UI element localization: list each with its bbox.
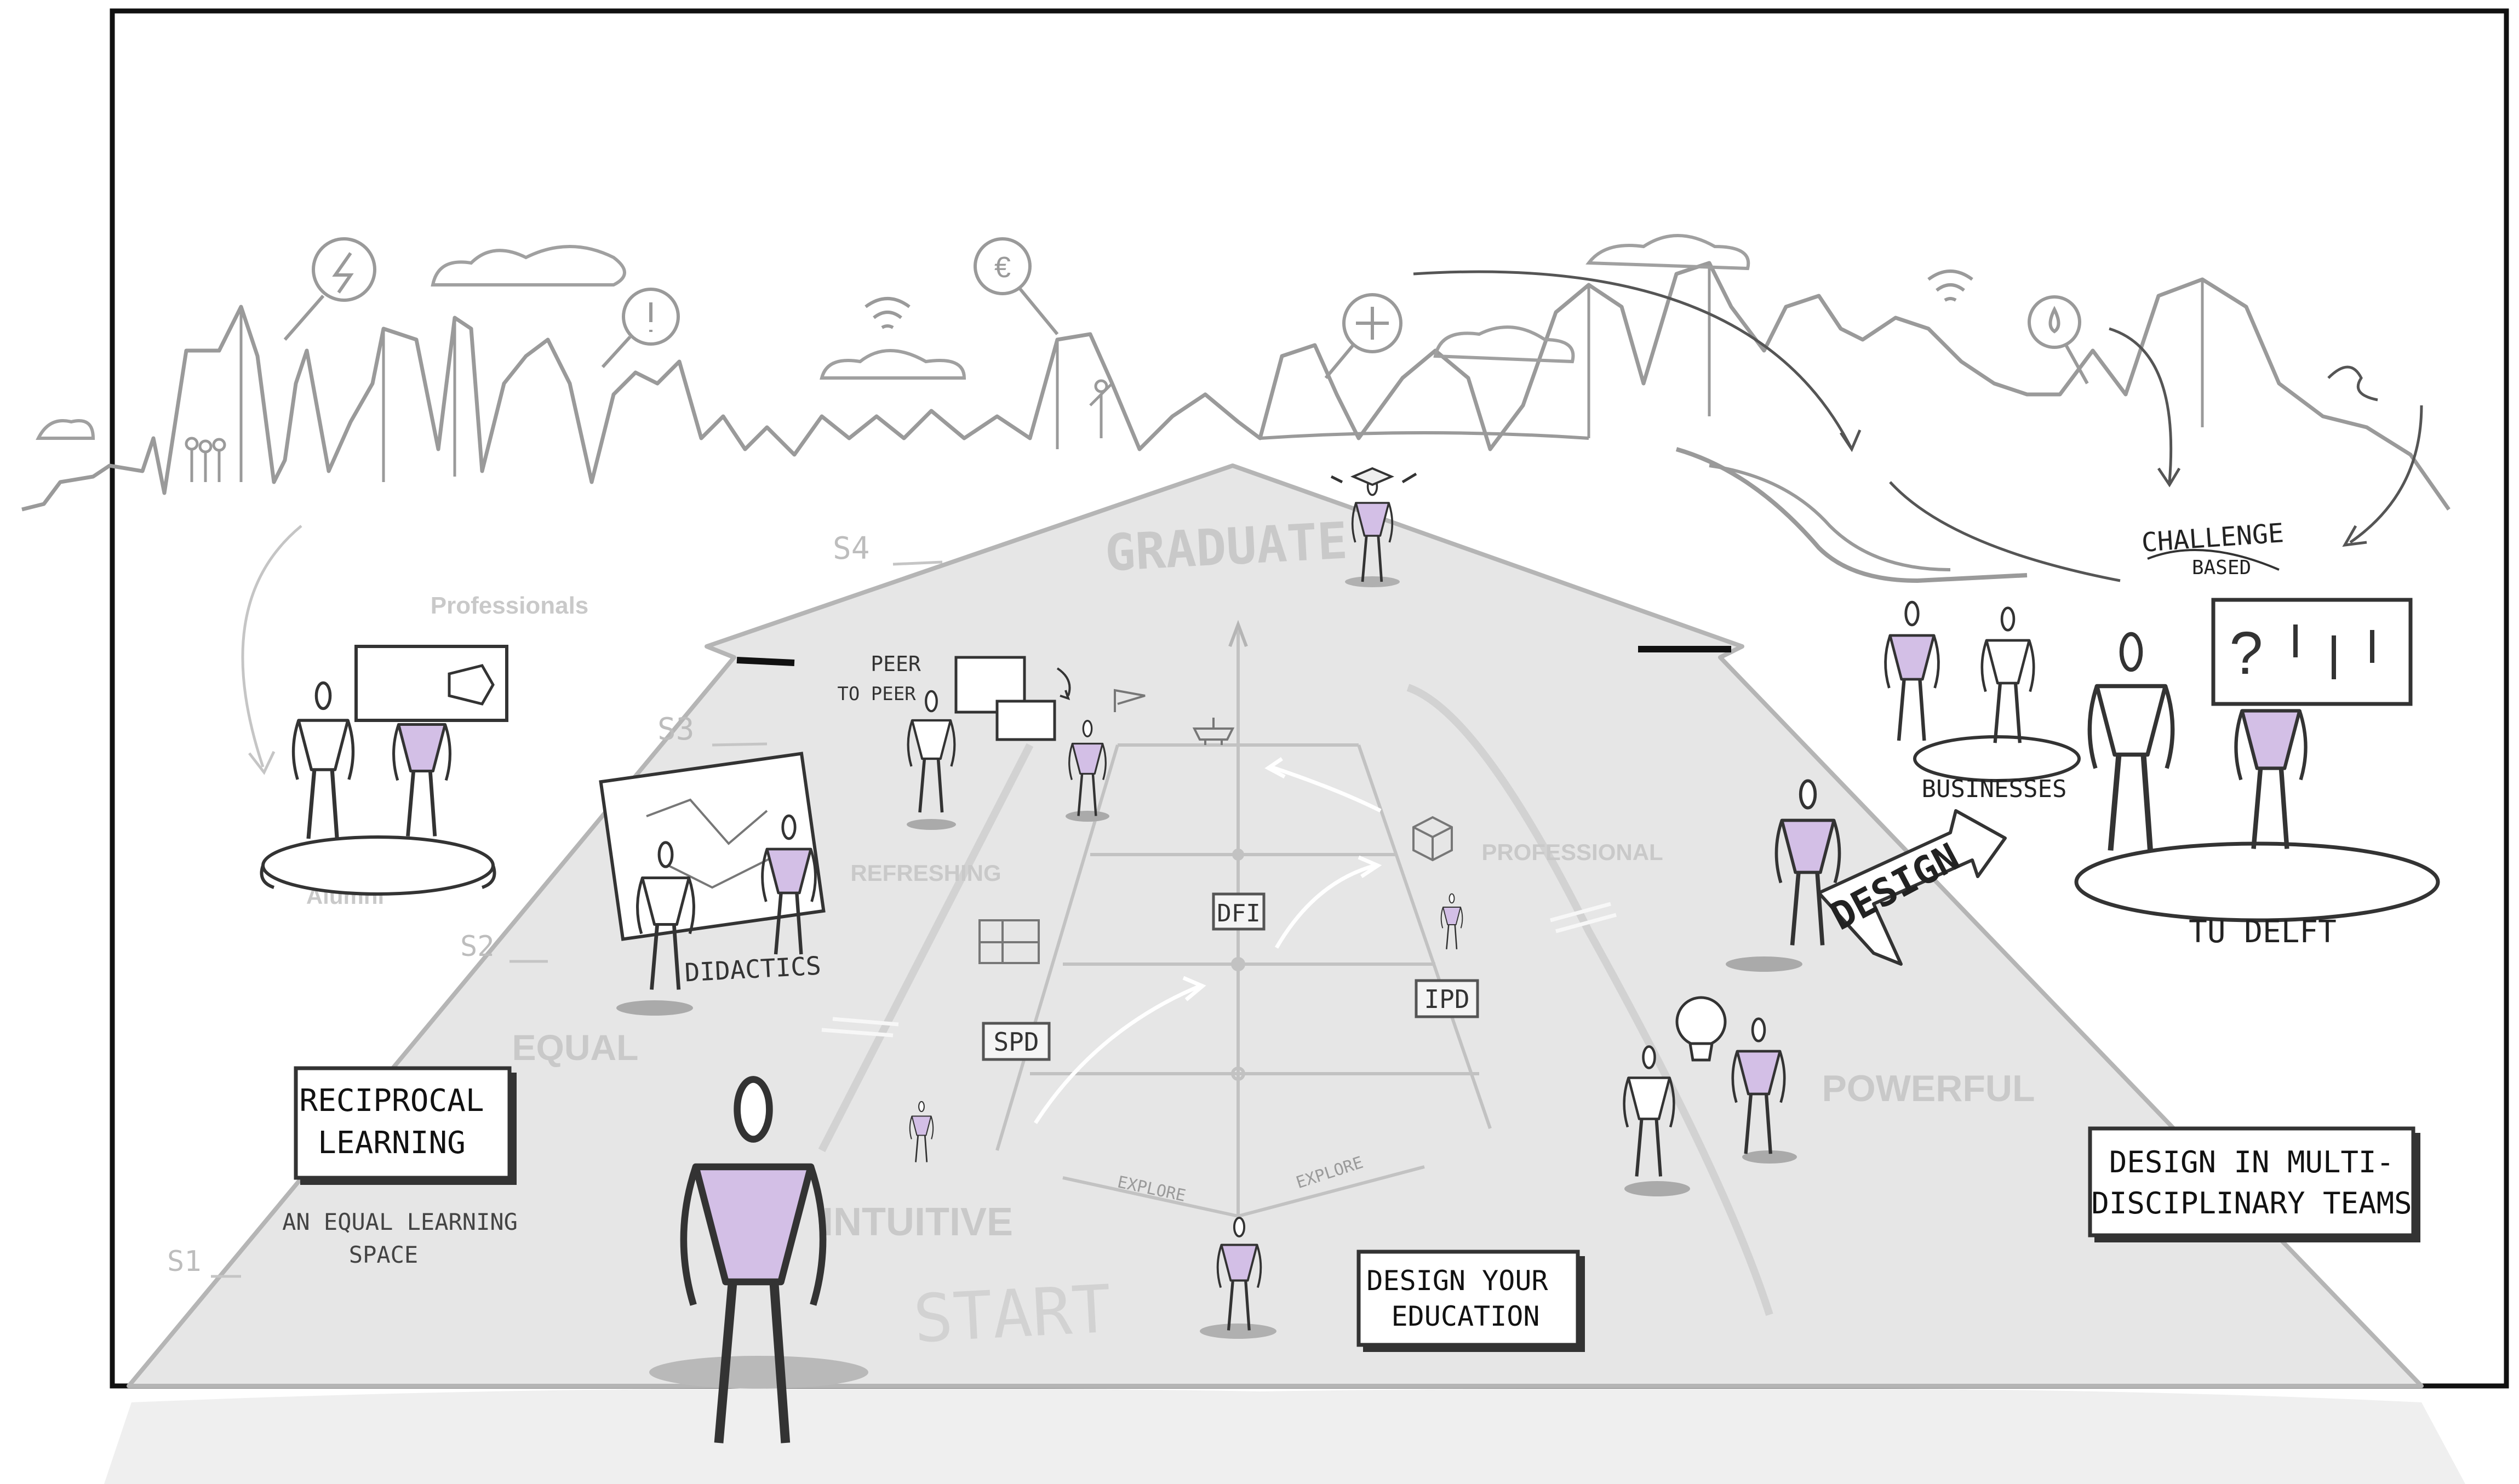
start-student	[1200, 1218, 1276, 1339]
growth-arrows	[821, 757, 1617, 1124]
spd-label: SPD	[993, 1027, 1039, 1057]
floor-shadow	[104, 1388, 2465, 1484]
road-edge-dark-left	[736, 657, 795, 666]
equal-space-line2: SPACE	[349, 1241, 418, 1268]
didactics-label: DIDACTICS	[684, 951, 822, 988]
refreshing-label: REFRESHING	[850, 860, 1001, 886]
professionals-label: Professionals	[431, 592, 589, 619]
robot-icon	[1192, 718, 1235, 745]
exclamation-icon	[601, 288, 680, 369]
businesses-platform: BUSINESSES	[1886, 602, 2081, 803]
dfi-label: DFI	[1217, 899, 1260, 927]
dfi-marker	[1212, 892, 1266, 931]
spd-marker	[982, 1022, 1051, 1061]
multi-line1: DESIGN IN MULTI-	[2109, 1145, 2394, 1179]
equal-space-line1: AN EQUAL LEARNING	[282, 1208, 518, 1235]
start-label: START	[912, 1271, 1113, 1358]
intuitive-label: INTUITIVE	[822, 1200, 1013, 1244]
step-s2-label: S2	[460, 930, 495, 963]
step-s1-label: S1	[167, 1245, 202, 1278]
reciprocal-line1: RECIPROCAL	[299, 1083, 484, 1119]
idea-board	[2211, 598, 2413, 706]
road	[127, 463, 2424, 1388]
city-issue-icons: €	[283, 237, 2089, 385]
tu-delft-platform: ? TU DELFT	[2074, 598, 2440, 950]
didactics-group: DIDACTICS	[599, 752, 826, 1016]
question-icon: ?	[2229, 620, 2263, 687]
ipd-marker	[1415, 979, 1479, 1018]
alumni-arrow	[241, 525, 302, 775]
euro-icon: €	[974, 237, 1059, 335]
design-banner	[1817, 809, 2007, 966]
road-light-left	[818, 743, 1034, 1153]
peer-label-line2: TO PEER	[837, 683, 916, 705]
ipd-label: IPD	[1424, 984, 1469, 1014]
wifi-icon	[865, 297, 911, 329]
drop-icon	[2028, 295, 2089, 385]
step-s3-label: S3	[657, 712, 694, 747]
peer-label-line1: PEER	[871, 652, 921, 676]
graduate-label: GRADUATE	[1103, 512, 1349, 583]
equal-label: EQUAL	[512, 1027, 639, 1068]
road-labels: GRADUATE START EXPLORE EXPLORE S4 S3 S2 …	[167, 512, 1366, 1358]
wifi-icon	[1927, 270, 1973, 302]
graduate-student	[1330, 467, 1417, 587]
multidisciplinary-box: DESIGN IN MULTI- DISCIPLINARY TEAMS	[2088, 1126, 2420, 1242]
reciprocal-learning-box: RECIPROCAL LEARNING AN EQUAL LEARNING SP…	[282, 1066, 518, 1268]
idea-pair	[1624, 996, 1797, 1196]
skyline-people	[185, 379, 1113, 482]
challenge-label-line2: BASED	[2192, 557, 2251, 579]
professionals-platform	[260, 645, 508, 896]
challenge-based: CHALLENGE BASED	[2140, 518, 2285, 579]
lightning-icon	[283, 237, 376, 341]
design-education-box: DESIGN YOUR EDUCATION	[1356, 1250, 1585, 1352]
powerful-label: POWERFUL	[1822, 1068, 2035, 1109]
design-edu-line1: DESIGN YOUR	[1366, 1265, 1548, 1297]
didactics-board	[599, 752, 826, 941]
design-edu-line2: EDUCATION	[1392, 1300, 1540, 1332]
sketch-arrows	[1413, 270, 2423, 582]
foreground-student	[649, 1079, 868, 1443]
businesses-label: BUSINESSES	[1922, 775, 2067, 803]
road-light-right	[1406, 684, 1773, 1316]
reciprocal-line2: LEARNING	[318, 1125, 466, 1161]
challenge-label-line1: CHALLENGE	[2140, 518, 2285, 558]
professional-label: PROFESSIONAL	[1481, 839, 1663, 865]
multi-line2: DISCIPLINARY TEAMS	[2091, 1186, 2412, 1221]
city-skyline	[21, 261, 2451, 583]
lightbulb-icon	[1675, 996, 1727, 1062]
flag-icon	[1114, 689, 1146, 712]
program-markers: DFI SPD IPD	[982, 892, 1479, 1061]
tu-delft-label: TU DELFT	[2189, 914, 2337, 950]
step-s4-label: S4	[833, 531, 869, 566]
presentation-board	[354, 645, 508, 722]
medical-cross-icon	[1324, 293, 1402, 379]
cube-icon	[1412, 816, 1453, 862]
svg-text:€: €	[994, 251, 1011, 284]
peer-to-peer-group: PEER TO PEER	[837, 652, 1109, 830]
clouds	[36, 234, 1750, 440]
road-small-icons	[978, 689, 1453, 964]
